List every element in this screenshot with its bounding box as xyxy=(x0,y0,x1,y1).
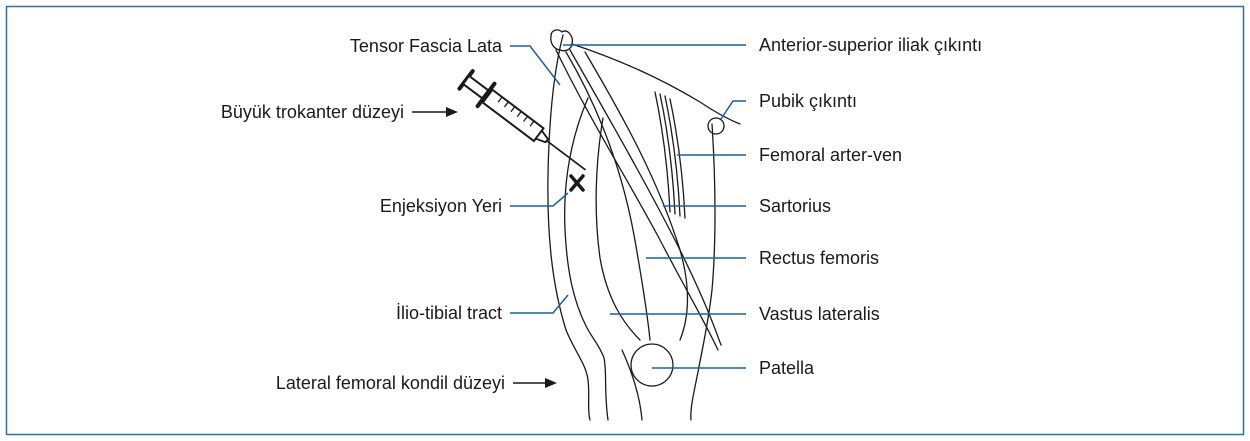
lateral-thigh-outline xyxy=(548,35,590,420)
label-trochanter-level: Büyük trokanter düzeyi xyxy=(221,102,404,122)
patella-bone xyxy=(631,344,673,386)
label-condyle-level: Lateral femoral kondil düzeyi xyxy=(276,373,505,393)
label-iliotibial-tract: İlio-tibial tract xyxy=(396,303,502,323)
sartorius-band-outer xyxy=(556,50,718,350)
femoral-vessel-4 xyxy=(670,99,685,218)
label-sartorius: Sartorius xyxy=(759,196,831,216)
pubic-tubercle xyxy=(708,118,724,134)
leader-injection xyxy=(510,193,568,206)
figure-frame xyxy=(7,7,1244,435)
x-mark-icon xyxy=(571,176,583,190)
label-rectus-femoris: Rectus femoris xyxy=(759,248,879,268)
label-tensor-fascia-lata: Tensor Fascia Lata xyxy=(350,36,503,56)
condyle-arrow-head xyxy=(545,378,557,388)
label-patella: Patella xyxy=(759,358,815,378)
level-arrows xyxy=(412,107,557,388)
label-injection-site: Enjeksiyon Yeri xyxy=(380,196,502,216)
leg-drawing xyxy=(548,30,740,420)
label-femoral-artery-vein: Femoral arter-ven xyxy=(759,145,902,165)
syringe-icon xyxy=(458,69,594,181)
trochanter-arrow-head xyxy=(446,107,458,117)
medial-thigh-outline xyxy=(691,124,715,420)
leader-tensor xyxy=(510,46,560,85)
label-asis: Anterior-superior iliak çıkıntı xyxy=(759,35,982,55)
label-pubic-tubercle: Pubik çıkıntı xyxy=(759,91,857,111)
label-vastus-lateralis: Vastus lateralis xyxy=(759,304,880,324)
